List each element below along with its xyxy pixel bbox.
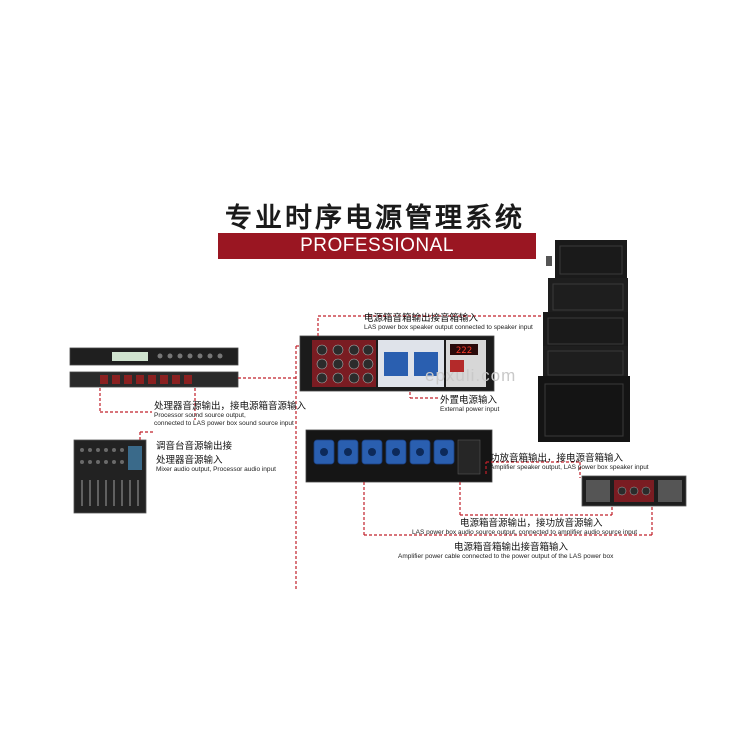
- title-banner: PROFESSIONAL POWERMANAGER: [218, 233, 536, 282]
- power-display: 222: [456, 346, 472, 356]
- label-processor-en1: Processor sound source output,: [154, 412, 246, 419]
- label-power-cable-en: Amplifier power cable connected to the p…: [398, 553, 614, 560]
- label-processor-en2: connected to LAS power box sound source …: [154, 420, 294, 427]
- connection-lines: [99, 315, 653, 590]
- audio-processor: [69, 347, 239, 388]
- label-processor-zh: 处理器音源输出，接电源箱音源输入: [154, 401, 307, 412]
- label-power-cable: 电源箱音箱输出接音箱输入 Amplifier power cable conne…: [398, 539, 613, 561]
- label-speaker-box: 电源箱音箱输出接音箱输入 LAS power box speaker outpu…: [364, 310, 533, 332]
- title-chinese: 专业时序电源管理系统: [225, 203, 525, 234]
- label-mixer-zh2: 处理器音源输入: [156, 455, 223, 466]
- label-power-cable-zh: 电源箱音箱输出接音箱输入: [454, 542, 569, 553]
- label-audio-out-zh: 电源箱音源输出，接功放音源输入: [460, 518, 603, 529]
- audio-mixer: [73, 439, 147, 514]
- label-external-power: 外置电源输入 External power input: [440, 392, 499, 414]
- label-external-power-en: External power input: [440, 406, 500, 413]
- label-amplifier-speaker: 功放音箱输出，接电源音箱输入 Amplifier speaker output,…: [490, 450, 649, 472]
- power-manager-rear: [305, 429, 493, 483]
- label-amplifier-speaker-en: Amplifier speaker output, LAS power box …: [490, 464, 649, 471]
- label-speaker-box-en: LAS power box speaker output connected t…: [364, 324, 533, 331]
- label-processor: 处理器音源输出，接电源箱音源输入 Processor sound source …: [154, 398, 306, 428]
- label-external-power-zh: 外置电源输入: [440, 395, 498, 406]
- label-mixer: 调音台音源输出接 处理器音源输入 Mixer audio output, Pro…: [156, 438, 276, 474]
- label-speaker-box-zh: 电源箱音箱输出接音箱输入: [364, 313, 479, 324]
- line-array-speakers: [538, 240, 630, 442]
- title-english: PROFESSIONAL POWERMANAGER: [290, 235, 464, 282]
- watermark: epxuli.com: [425, 366, 517, 385]
- label-audio-out-en: LAS power box audio source output, conne…: [412, 529, 638, 536]
- power-amplifier: [581, 475, 687, 507]
- power-manager-front: 222: [299, 335, 495, 392]
- label-mixer-en: Mixer audio output, Processor audio inpu…: [156, 466, 276, 473]
- label-amplifier-speaker-zh: 功放音箱输出，接电源音箱输入: [490, 453, 624, 464]
- label-audio-out: 电源箱音源输出，接功放音源输入 LAS power box audio sour…: [412, 515, 637, 537]
- label-mixer-zh1: 调音台音源输出接: [156, 441, 233, 452]
